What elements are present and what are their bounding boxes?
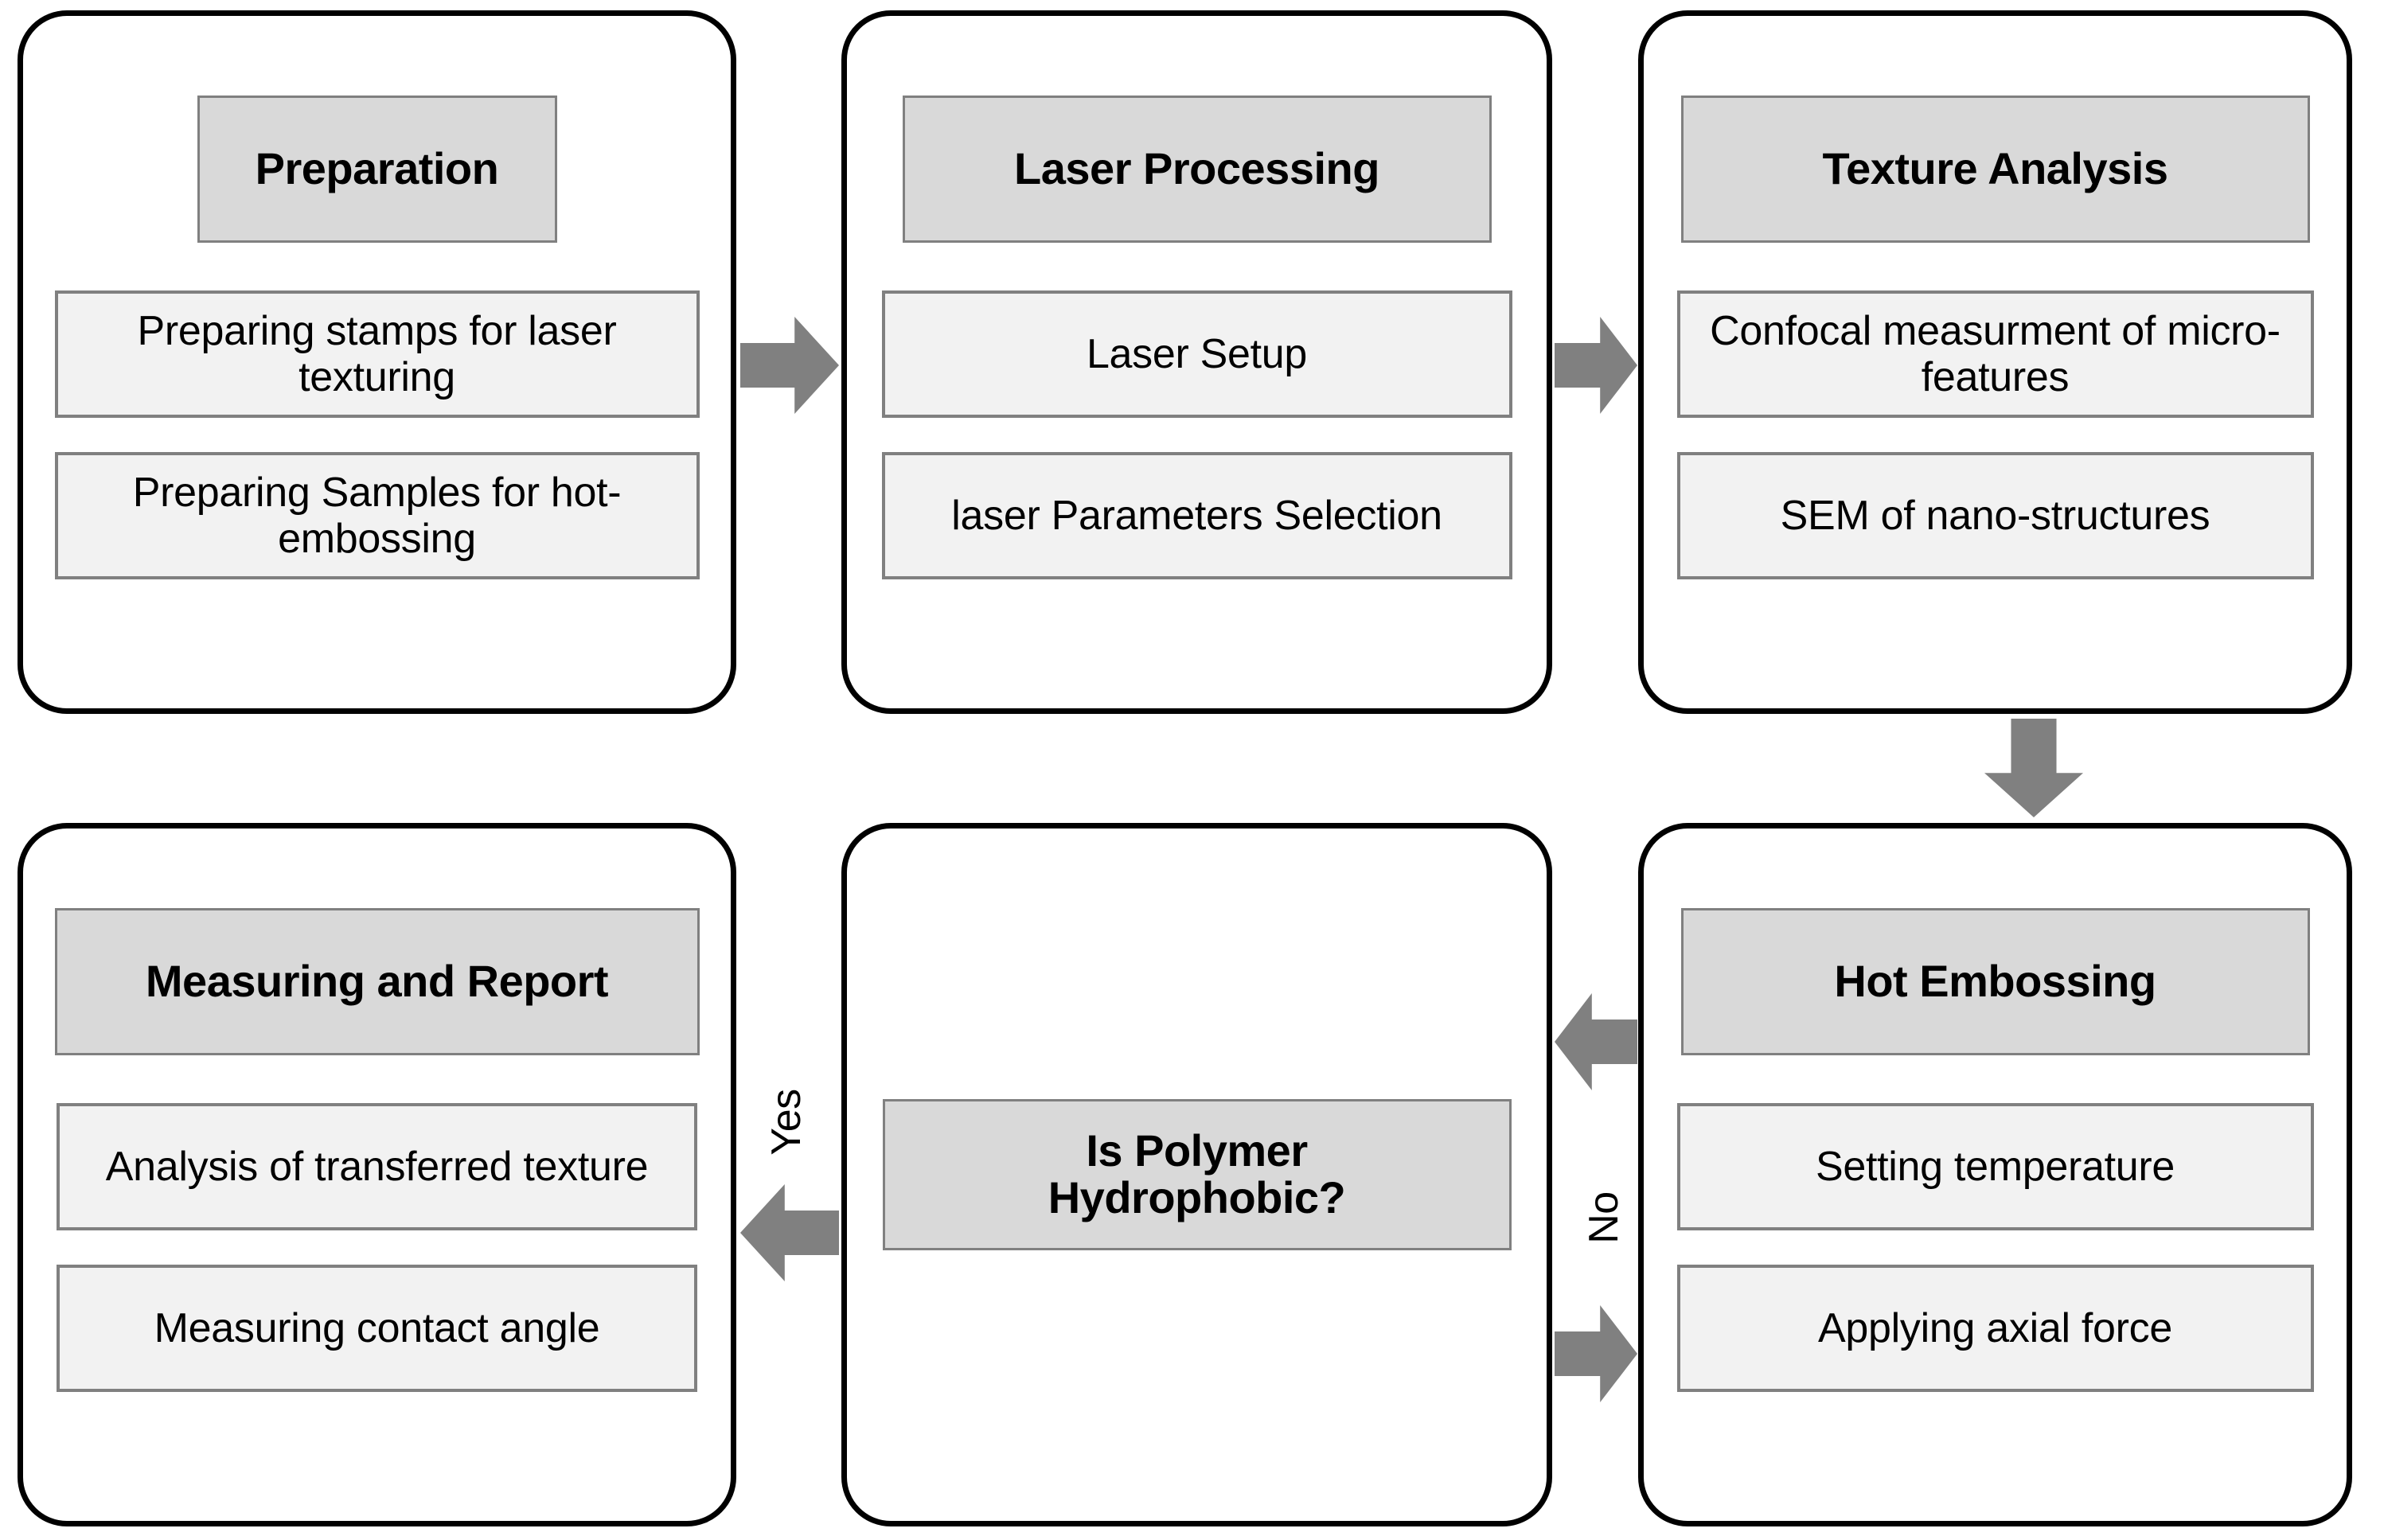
decision-label-line1: Is Polymer bbox=[1086, 1125, 1308, 1176]
arrow-right-icon-laser-to-texture bbox=[1555, 317, 1637, 414]
stage-laser-processing[interactable]: Laser Processing Laser Setup laser Param… bbox=[841, 10, 1552, 714]
edge-label-yes: Yes bbox=[763, 1089, 810, 1156]
stage-item-laser-parameters-selection: laser Parameters Selection bbox=[881, 452, 1512, 579]
stage-header-hot-embossing: Hot Embossing bbox=[1680, 908, 2310, 1055]
arrow-right-icon-decision-no-to-hot-embossing bbox=[1555, 1305, 1637, 1402]
stage-item-preparing-stamps: Preparing stamps for laser texturing bbox=[54, 290, 700, 418]
stage-measuring-and-report[interactable]: Measuring and Report Analysis of transfe… bbox=[18, 823, 736, 1526]
arrow-left-icon-hot-embossing-to-decision bbox=[1555, 993, 1637, 1090]
stage-header-preparation: Preparation bbox=[197, 96, 557, 243]
stage-item-preparing-samples: Preparing Samples for hot-embossing bbox=[54, 452, 700, 579]
stage-item-laser-setup: Laser Setup bbox=[881, 290, 1512, 418]
stage-header-laser-processing: Laser Processing bbox=[902, 96, 1492, 243]
stage-header-measuring-and-report: Measuring and Report bbox=[54, 908, 700, 1055]
arrow-right-icon-preparation-to-laser bbox=[740, 317, 839, 414]
stage-item-analysis-transferred-texture: Analysis of transferred texture bbox=[57, 1103, 697, 1230]
arrow-left-icon-decision-yes-to-report bbox=[740, 1184, 839, 1281]
edge-label-no: No bbox=[1581, 1191, 1627, 1244]
stage-hot-embossing[interactable]: Hot Embossing Setting temperature Applyi… bbox=[1638, 823, 2352, 1526]
decision-label-line2: Hydrophobic? bbox=[1048, 1172, 1346, 1222]
stage-item-applying-axial-force: Applying axial force bbox=[1676, 1265, 2314, 1392]
stage-item-measuring-contact-angle: Measuring contact angle bbox=[57, 1265, 697, 1392]
stage-preparation[interactable]: Preparation Preparing stamps for laser t… bbox=[18, 10, 736, 714]
stage-decision[interactable]: Is Polymer Hydrophobic? bbox=[841, 823, 1552, 1526]
stage-item-confocal-measurement: Confocal measurment of micro-features bbox=[1676, 290, 2314, 418]
stage-item-sem-nanostructures: SEM of nano-structures bbox=[1676, 452, 2314, 579]
stage-header-texture-analysis: Texture Analysis bbox=[1680, 96, 2310, 243]
arrow-down-icon-texture-to-hot-embossing bbox=[1984, 719, 2083, 817]
stage-texture-analysis[interactable]: Texture Analysis Confocal measurment of … bbox=[1638, 10, 2352, 714]
stage-item-setting-temperature: Setting temperature bbox=[1676, 1103, 2314, 1230]
decision-label: Is Polymer Hydrophobic? bbox=[882, 1099, 1512, 1250]
